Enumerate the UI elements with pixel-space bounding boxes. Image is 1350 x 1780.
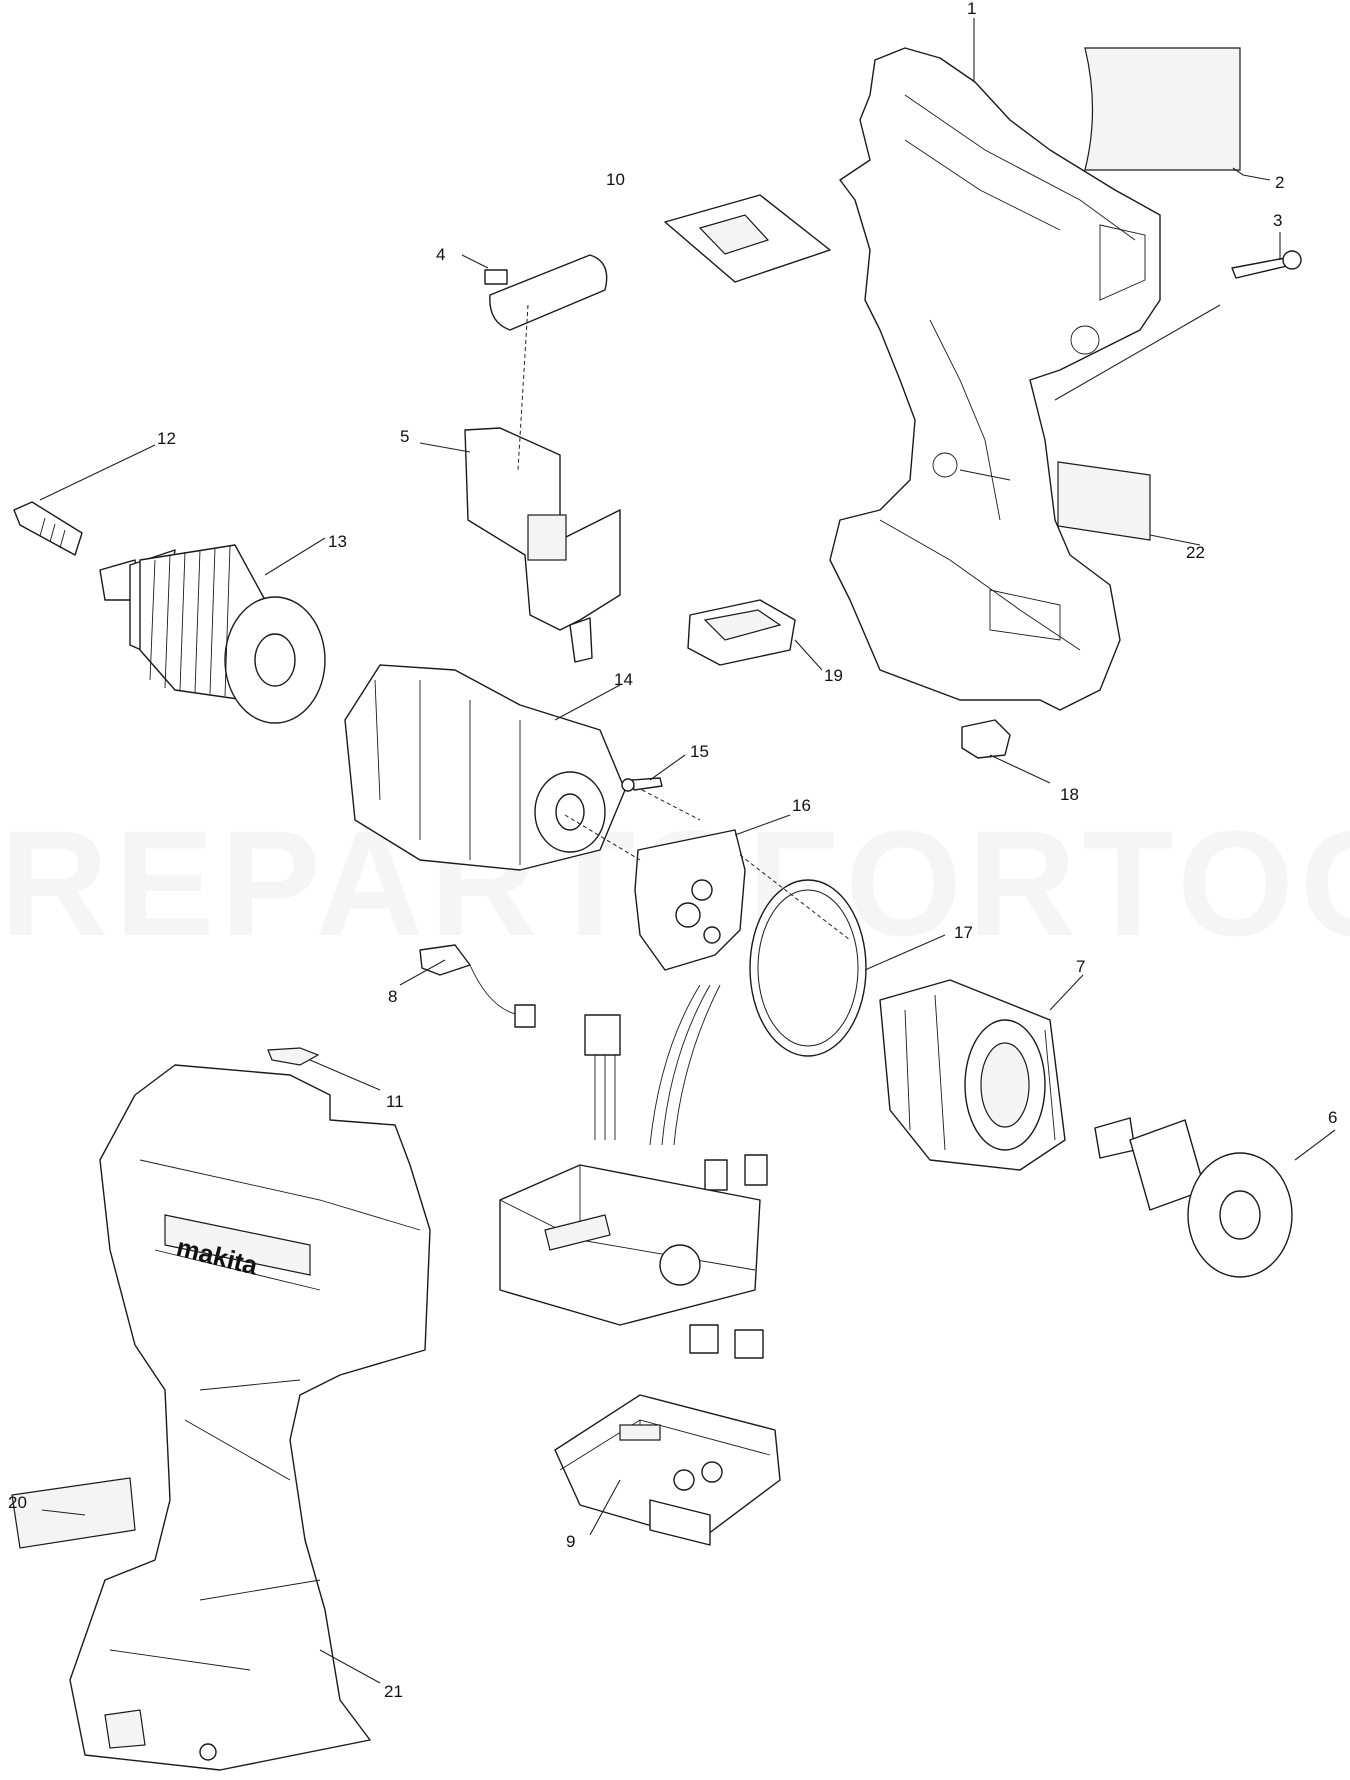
callout-16: 16 (792, 796, 811, 815)
callout-11: 11 (386, 1092, 404, 1111)
screw-12 (13, 501, 83, 556)
baffle-plate-16 (634, 829, 746, 971)
housing-left-half: makita (69, 1064, 431, 1771)
callout-3: 3 (1273, 211, 1282, 230)
controller-wires (584, 984, 768, 1204)
callout-8: 8 (388, 987, 397, 1006)
reversing-lever-4 (484, 254, 608, 331)
label-plate-top (1084, 47, 1241, 171)
controller (499, 1164, 764, 1359)
clip-18 (961, 719, 1011, 759)
rotor-6 (1094, 1117, 1293, 1278)
screw-15 (621, 777, 663, 792)
callout-12: 12 (157, 429, 176, 448)
screw-3 (1231, 250, 1302, 279)
stator-7 (879, 979, 1066, 1171)
callout-22: 22 (1186, 543, 1205, 562)
callout-2: 2 (1275, 173, 1284, 192)
callout-21: 21 (384, 1682, 403, 1701)
callout-7: 7 (1076, 957, 1085, 976)
callout-6: 6 (1328, 1108, 1337, 1127)
drill-chuck-13 (99, 544, 326, 724)
clip-11 (267, 1047, 320, 1066)
callout-9: 9 (566, 1532, 575, 1551)
callout-20: 20 (8, 1493, 27, 1512)
label-plate-20 (11, 1477, 136, 1549)
callout-1: 1 (967, 0, 976, 18)
callout-10: 10 (606, 170, 625, 189)
housing-right-half (829, 47, 1161, 711)
callout-4: 4 (436, 245, 445, 264)
switch-5 (464, 427, 621, 663)
callout-19: 19 (824, 666, 843, 685)
label-plate-side (1057, 461, 1151, 541)
callouts: 1 2 3 4 5 6 7 8 9 10 11 12 13 14 15 16 1… (8, 0, 1337, 1701)
gear-assembly-14 (344, 664, 626, 871)
terminal-9 (554, 1394, 781, 1546)
insulation-ring-17 (749, 879, 867, 1057)
leader-lines (39, 18, 1336, 1684)
callout-5: 5 (400, 427, 409, 446)
callout-14: 14 (614, 670, 633, 689)
assembly-lines (517, 304, 851, 941)
callout-15: 15 (690, 742, 709, 761)
callout-18: 18 (1060, 785, 1079, 804)
callout-17: 17 (954, 923, 973, 942)
slide-switch-10 (664, 194, 831, 283)
callout-13: 13 (328, 532, 347, 551)
rubber-pad-19 (687, 599, 796, 666)
